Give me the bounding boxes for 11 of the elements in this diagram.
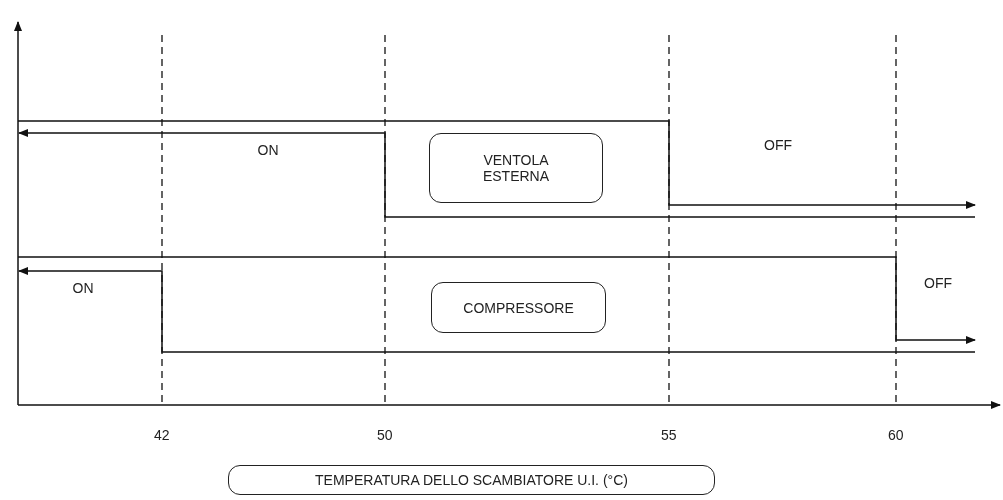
state-label: OFF: [924, 275, 952, 291]
tick-label: 42: [154, 427, 170, 443]
state-label: ON: [72, 280, 94, 296]
device-label-box: VENTOLA ESTERNA: [429, 133, 603, 203]
state-label: ON: [257, 142, 279, 158]
tick-label: 50: [377, 427, 393, 443]
device-label-box: COMPRESSORE: [431, 282, 606, 333]
tick-label: 60: [888, 427, 904, 443]
axis-title-box: TEMPERATURA DELLO SCAMBIATORE U.I. (°C): [228, 465, 715, 495]
state-label: OFF: [764, 137, 792, 153]
tick-label: 55: [661, 427, 677, 443]
